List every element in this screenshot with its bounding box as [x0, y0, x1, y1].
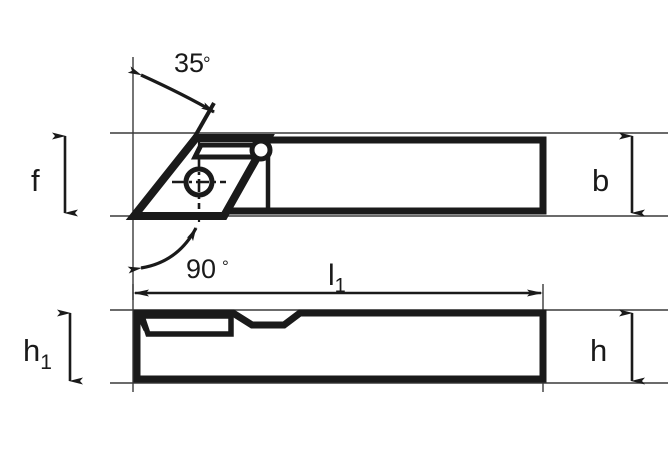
- dimension-b-label: b: [592, 163, 609, 198]
- angle-35-leg: [184, 102, 216, 153]
- side-view: [133, 309, 547, 383]
- dimension-h-label: h: [590, 333, 607, 368]
- angle-90-group: [127, 227, 198, 274]
- dimension-l1-subscript: 1: [335, 275, 346, 297]
- angle-35-group: [127, 66, 216, 153]
- angle-90-arc: [127, 227, 198, 274]
- dimension-h1-base: h: [23, 333, 40, 368]
- clamp-screw-circle: [249, 138, 273, 162]
- insert-side-profile: [138, 313, 234, 337]
- shank-outline-side: [133, 309, 547, 383]
- angle-90-degree-symbol: °: [222, 257, 229, 276]
- dimension-l1-base: l: [328, 259, 335, 292]
- dimension-l1-label: l1: [328, 259, 346, 297]
- front-chamfer: [134, 309, 149, 332]
- dimension-f-label: f: [31, 163, 40, 198]
- dimension-h1-subscript: 1: [40, 351, 52, 374]
- angle-35-label: 35: [174, 48, 204, 78]
- centre-crosshair: [172, 155, 226, 209]
- angle-35-arc: [127, 66, 215, 114]
- angle-90-label: 90: [186, 254, 216, 284]
- top-view: [125, 134, 547, 224]
- angle-35-degree-symbol: °: [203, 54, 211, 75]
- dimension-h1-label: h1: [23, 333, 52, 374]
